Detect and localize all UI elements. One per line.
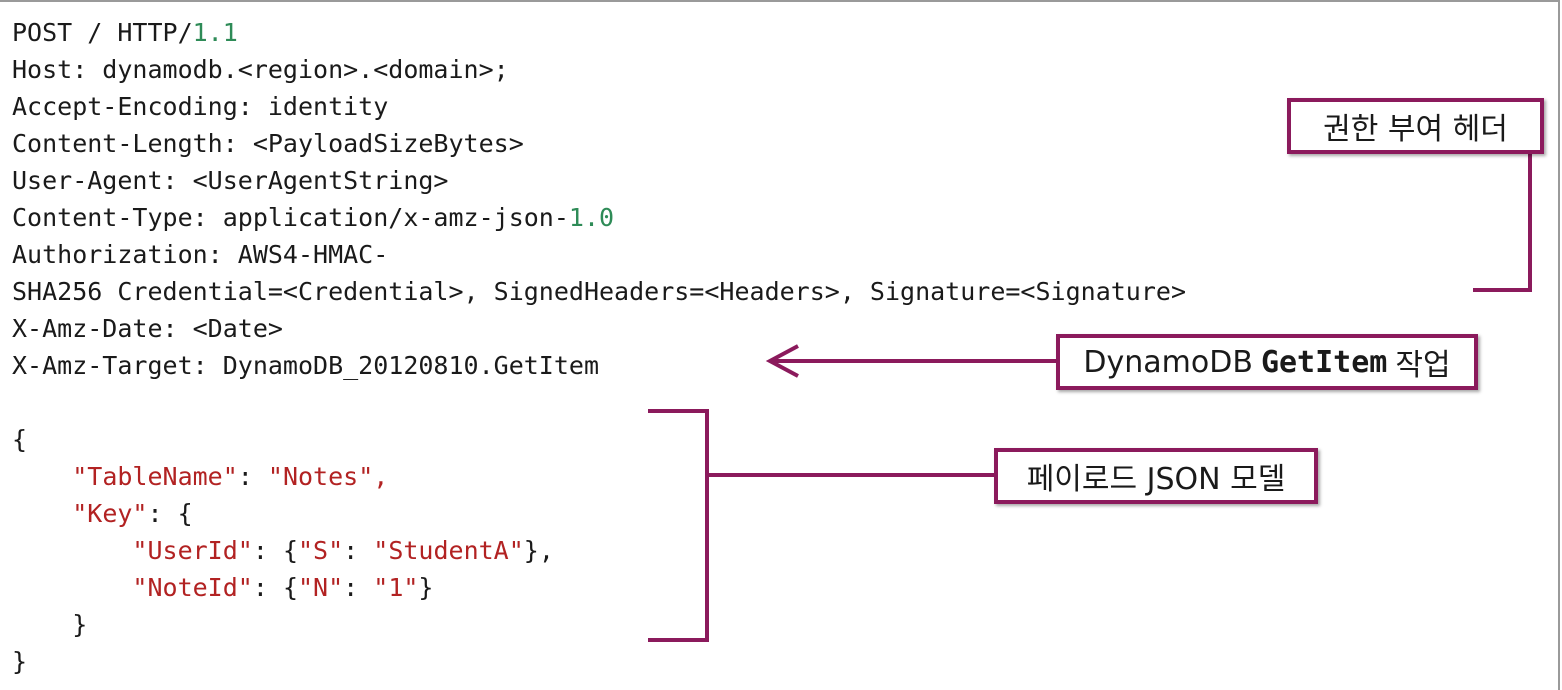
code-string-token: "StudentA" xyxy=(373,536,524,565)
getitem-operation: GetItem xyxy=(1260,344,1388,380)
code-text-token: Accept-Encoding: identity xyxy=(12,92,389,121)
payload-bracket xyxy=(648,409,709,642)
code-line: } xyxy=(12,643,1186,680)
payload-label: 페이로드 JSON 모델 xyxy=(1026,462,1286,497)
code-text-token: Content-Length: <PayloadSizeBytes> xyxy=(12,129,524,158)
code-text-token: }, xyxy=(523,536,554,565)
code-text-token: Authorization: AWS4-HMAC- xyxy=(12,240,389,269)
code-string-token: "UserId" xyxy=(132,536,253,565)
code-line: "Key": { xyxy=(12,495,1186,532)
code-text-token: X-Amz-Target: DynamoDB_20120810.GetItem xyxy=(12,351,599,380)
code-text-token: } xyxy=(12,647,28,676)
code-string-token: "1" xyxy=(373,573,419,602)
code-line: X-Amz-Date: <Date> xyxy=(12,310,1186,347)
code-text-token: : xyxy=(343,536,374,565)
code-line: Host: dynamodb.<region>.<domain>; xyxy=(12,51,1186,88)
code-line: POST / HTTP/1.1 xyxy=(12,14,1186,51)
getitem-suffix: 작업 xyxy=(1395,348,1451,383)
code-line: Accept-Encoding: identity xyxy=(12,88,1186,125)
code-text-token: Content-Type: application/x-amz-json- xyxy=(12,203,569,232)
auth-connector-line xyxy=(1473,152,1532,292)
code-text-token: { xyxy=(12,425,28,454)
code-text-token: POST / HTTP/ xyxy=(12,18,193,47)
code-line: Authorization: AWS4-HMAC- xyxy=(12,236,1186,273)
getitem-callout: DynamoDB GetItem 작업 xyxy=(1056,334,1478,390)
code-text-token: } xyxy=(418,573,434,602)
code-line: X-Amz-Target: DynamoDB_20120810.GetItem xyxy=(12,347,1186,384)
code-text-token: X-Amz-Date: <Date> xyxy=(12,314,283,343)
code-line: { xyxy=(12,421,1186,458)
code-number-token: 1.0 xyxy=(568,203,615,232)
code-text-token: SHA256 Credential=<Credential>, SignedHe… xyxy=(12,277,1186,306)
code-line: "TableName": "Notes", xyxy=(12,458,1186,495)
code-string-token: "S" xyxy=(298,536,344,565)
code-text-token: : xyxy=(343,573,374,602)
code-string-token: "Key" xyxy=(72,499,148,528)
code-line: "NoteId": {"N": "1"} xyxy=(12,569,1186,606)
code-text-token: } xyxy=(12,610,88,639)
code-string-token: "NoteId" xyxy=(132,573,253,602)
payload-callout: 페이로드 JSON 모델 xyxy=(994,448,1318,504)
code-line: Content-Type: application/x-amz-json-1.0 xyxy=(12,199,1186,236)
code-line: } xyxy=(12,606,1186,643)
code-text-token: : { xyxy=(147,499,193,528)
auth-header-label: 권한 부여 헤더 xyxy=(1323,112,1508,147)
code-number-token: 1.1 xyxy=(192,18,238,47)
code-line: SHA256 Credential=<Credential>, SignedHe… xyxy=(12,273,1186,310)
code-text-token: Host: dynamodb.<region>.<domain>; xyxy=(12,55,509,84)
code-text-token: : { xyxy=(252,573,298,602)
code-text-token: User-Agent: <UserAgentString> xyxy=(12,166,449,195)
code-string-token: "TableName" xyxy=(72,462,238,491)
getitem-prefix: DynamoDB xyxy=(1083,344,1253,380)
code-line: "UserId": {"S": "StudentA"}, xyxy=(12,532,1186,569)
code-line: User-Agent: <UserAgentString> xyxy=(12,162,1186,199)
code-string-token: "N" xyxy=(298,573,344,602)
code-string-token: "Notes", xyxy=(267,462,389,491)
code-text-token: : { xyxy=(252,536,298,565)
code-text-token: : xyxy=(237,462,268,491)
auth-header-callout: 권한 부여 헤더 xyxy=(1287,98,1544,154)
code-line: Content-Length: <PayloadSizeBytes> xyxy=(12,125,1186,162)
getitem-arrowhead-icon xyxy=(765,344,799,378)
